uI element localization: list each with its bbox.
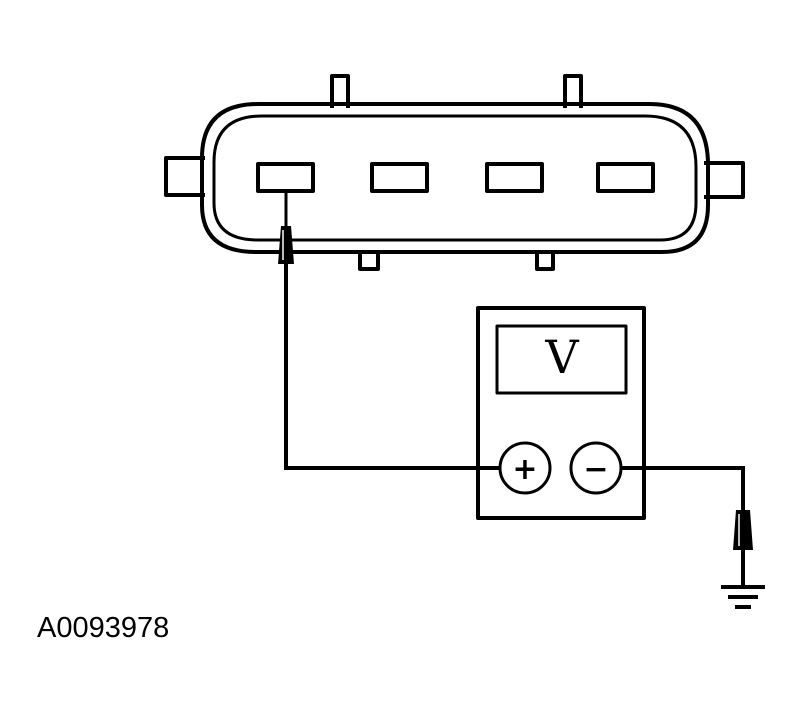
negative-lead-wire	[621, 466, 745, 512]
connector-pin-4	[596, 162, 655, 193]
connector-side-ear-left	[164, 156, 205, 197]
voltmeter-display-symbol: V	[544, 330, 579, 384]
negative-terminal-label: −	[583, 452, 608, 487]
voltmeter-display	[495, 324, 628, 395]
positive-lead-wire	[284, 262, 500, 470]
positive-terminal-label: +	[512, 452, 537, 487]
voltmeter: V + −	[476, 306, 646, 520]
positive-terminal	[498, 441, 552, 495]
connector-top-tab-left	[330, 74, 350, 108]
ground-clip-body	[733, 510, 753, 550]
voltmeter-body	[476, 306, 646, 520]
connector-inner-shell	[212, 114, 698, 242]
connector-bottom-tab-left	[358, 250, 380, 271]
ground-symbol-icon	[721, 585, 765, 609]
connector-top-tab-right	[563, 74, 583, 108]
connector-side-ear-right	[704, 161, 745, 199]
connector-pin-2	[370, 162, 429, 193]
electrical-connector	[164, 74, 745, 271]
connector-pin-1	[256, 162, 315, 193]
probe-handle	[278, 226, 294, 264]
connector-bottom-tab-right	[535, 250, 555, 271]
connector-pin-3	[485, 162, 544, 193]
connector-outer-shell	[200, 102, 710, 254]
figure-id: A0093978	[37, 612, 170, 644]
ground-clip	[733, 510, 753, 585]
back-probe	[278, 191, 294, 264]
